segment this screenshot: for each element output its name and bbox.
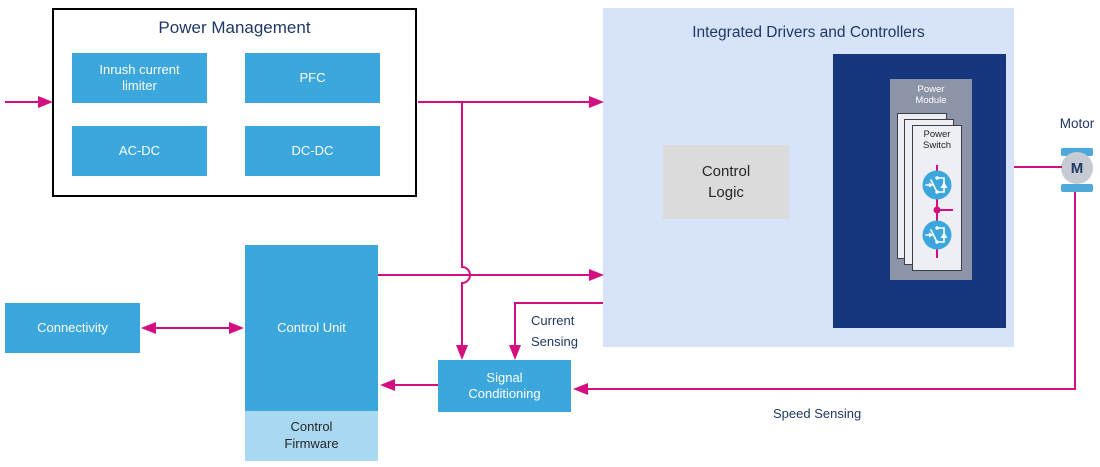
wire-cu-to-idc [378,269,604,281]
motor-label: Motor [1059,116,1095,131]
power-switch-icon-top [922,170,952,200]
block-control-unit: Control Unit [245,245,378,411]
power-switch-label: Power Switch [923,129,951,152]
integrated-drivers-title: Integrated Drivers and Controllers [692,24,925,41]
current-sensing-label: Current Sensing [531,313,578,349]
motor-icon: M [1061,152,1093,184]
power-switch-icon-bottom [922,220,952,250]
wire-connectivity-cu [141,322,244,334]
block-control-firmware: Control Firmware [245,411,378,461]
block-pfc: PFC [245,53,380,103]
speed-sensing-label: Speed Sensing [773,406,862,421]
block-inrush-current-limiter: Inrush current limiter [72,53,207,103]
block-control-logic: Control Logic [663,145,789,219]
wire-pm-to-idc [418,96,604,108]
block-connectivity: Connectivity [5,303,140,353]
half-bridge-circuit [922,165,953,258]
power-module-label: Power Module [915,84,947,107]
motor-bottom-bar [1061,184,1093,192]
wire-power-branch-to-signal [456,102,471,360]
wire-power-input [5,96,53,108]
power-management-title: Power Management [158,18,311,37]
phase-junction-dot [933,206,941,214]
block-dc-dc: DC-DC [245,126,380,176]
block-ac-dc: AC-DC [72,126,207,176]
wire-signal-to-cu [380,379,438,391]
block-signal-conditioning: Signal Conditioning [438,360,571,412]
